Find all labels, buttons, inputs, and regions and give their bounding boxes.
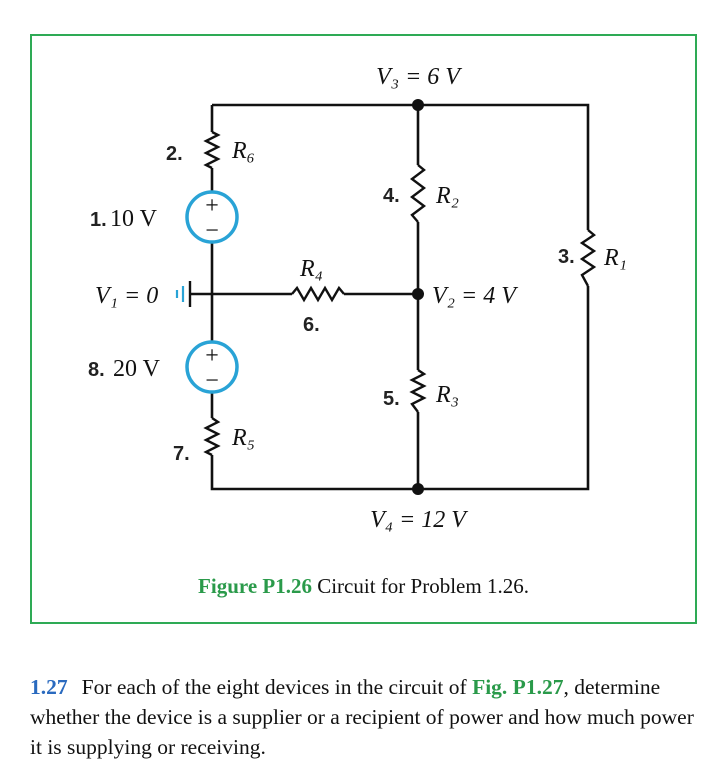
v4-label: V₄ = 12 V bbox=[370, 507, 468, 533]
figure-reference-link[interactable]: Fig. P1.27 bbox=[472, 675, 564, 699]
handwritten-1: 1. bbox=[90, 209, 107, 231]
handwritten-4: 4. bbox=[383, 185, 400, 207]
figure-frame bbox=[30, 34, 697, 624]
r2-resistor bbox=[410, 164, 426, 223]
r4-resistor bbox=[291, 285, 345, 303]
problem-text-after: , determine whether the device is a supp… bbox=[30, 675, 694, 759]
source-20v-ring bbox=[185, 340, 239, 394]
node-v2 bbox=[412, 288, 424, 300]
handwritten-6: 6. bbox=[303, 314, 320, 336]
caption-text: Circuit for Problem 1.26. bbox=[317, 574, 529, 598]
source-10v-plus: + bbox=[205, 193, 219, 219]
handwritten-2: 2. bbox=[166, 143, 183, 165]
handwritten-3: 3. bbox=[558, 246, 575, 268]
figure-caption: Figure P1.26 Circuit for Problem 1.26. bbox=[30, 574, 697, 599]
handwritten-8: 8. bbox=[88, 359, 105, 381]
v1-label: V₁ = 0 bbox=[95, 283, 158, 309]
r6-label: R₆ bbox=[231, 138, 255, 164]
source-20v-label: 20 V bbox=[113, 356, 161, 382]
source-10v-minus: − bbox=[205, 218, 219, 244]
r1-label: R₁ bbox=[603, 245, 627, 271]
source-20v: + − bbox=[185, 340, 239, 394]
wires bbox=[190, 103, 590, 491]
right-wire-lower bbox=[210, 286, 590, 491]
top-wire bbox=[212, 103, 590, 230]
source-20v-minus: − bbox=[205, 368, 219, 394]
source-10v-ring bbox=[185, 190, 239, 244]
source-10v: + − bbox=[185, 190, 239, 244]
r4-label: R₄ bbox=[299, 256, 323, 282]
v3-label: V₃ = 6 V bbox=[376, 64, 462, 90]
nodes bbox=[412, 99, 424, 495]
handwritten-5: 5. bbox=[383, 388, 400, 410]
r5-label: R₅ bbox=[231, 425, 255, 451]
source-10v-label: 10 V bbox=[110, 206, 158, 232]
figure-label: Figure P1.26 bbox=[198, 574, 312, 598]
problem-text: 1.27 For each of the eight devices in the… bbox=[30, 672, 695, 762]
r5-resistor bbox=[203, 417, 221, 457]
r3-resistor bbox=[409, 369, 427, 413]
node-v4 bbox=[412, 483, 424, 495]
r1-resistor bbox=[579, 229, 597, 287]
r3-label: R₃ bbox=[435, 382, 459, 408]
circuit-diagram: + − + − V₃ = 6 V V₂ = 4 V V₄ = 12 V V₁ =… bbox=[88, 64, 627, 533]
r6-resistor bbox=[203, 130, 221, 170]
problem-number: 1.27 bbox=[30, 675, 68, 699]
handwritten-7: 7. bbox=[173, 443, 190, 465]
node-v3 bbox=[412, 99, 424, 111]
v2-label: V₂ = 4 V bbox=[432, 283, 518, 309]
ground-icon bbox=[175, 286, 185, 302]
r2-label: R₂ bbox=[435, 183, 459, 209]
source-20v-plus: + bbox=[205, 343, 219, 369]
problem-text-before: For each of the eight devices in the cir… bbox=[81, 675, 473, 699]
